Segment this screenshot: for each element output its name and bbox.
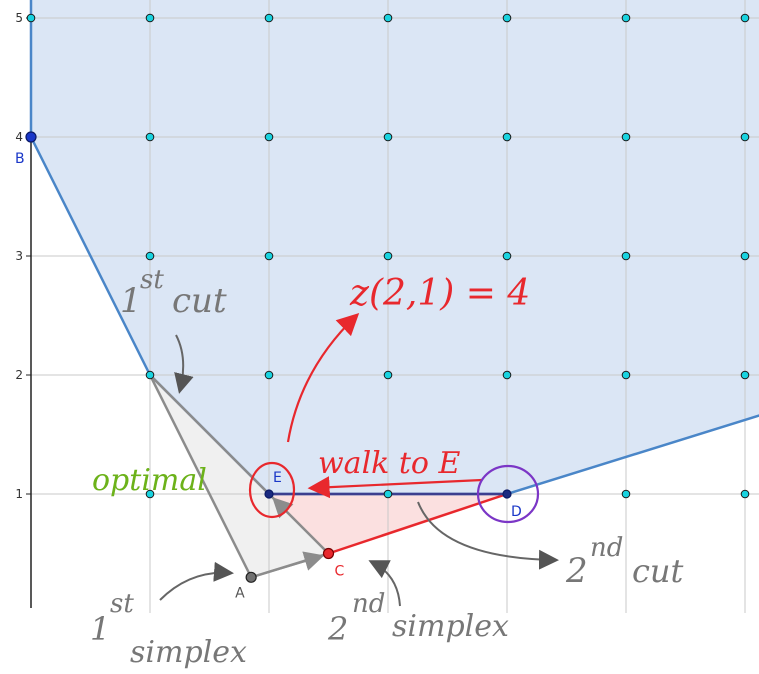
first-cut-arrow [174, 334, 194, 394]
y-tick-label: 2 [15, 368, 23, 382]
lattice-point [621, 251, 631, 261]
second-cut-word: cut [632, 552, 684, 590]
point-a [245, 571, 257, 583]
walk-to-e-label: walk to E [318, 446, 461, 481]
first-simplex-arrow [159, 561, 234, 601]
lattice-point [264, 132, 274, 142]
simplex-arrow-c-to-e [272, 497, 330, 555]
point-label-e: E [273, 470, 282, 486]
lattice-point [621, 489, 631, 499]
lattice-point [502, 251, 512, 261]
lattice-point [383, 251, 393, 261]
second-cut-suffix: nd [590, 533, 623, 563]
first-cut-suffix: st [140, 265, 164, 295]
lattice-point [740, 370, 750, 380]
lattice-point [264, 370, 274, 380]
lattice-point [383, 13, 393, 23]
point-label-b: B [15, 151, 25, 167]
optimal-label: optimal [92, 463, 207, 498]
walk-to-e-arrow [307, 476, 483, 499]
point-label-d: D [511, 504, 522, 520]
first-cut-ordinal: 1 [120, 281, 142, 321]
objective-value: z(2,1) = 4 [349, 273, 530, 314]
second-cut-ordinal: 2 [565, 551, 588, 591]
y-tick-label: 4 [15, 130, 23, 144]
second-simplex-word: simplex [392, 609, 509, 644]
objective-arrow [286, 312, 360, 443]
y-tick-label: 5 [15, 11, 23, 25]
lattice-point [145, 13, 155, 23]
lattice-points [26, 13, 750, 499]
optimal-circle [248, 461, 296, 519]
first-cut-triangle [150, 375, 329, 578]
lattice-point [621, 370, 631, 380]
lattice-point [383, 132, 393, 142]
second-simplex-ordinal: 2 [327, 610, 348, 648]
lattice-point [145, 370, 155, 380]
lattice-point [145, 251, 155, 261]
lattice-point [621, 132, 631, 142]
y-axis-ticks: 1 2 3 4 5 [15, 11, 31, 501]
d-circle [476, 464, 540, 524]
feasible-region [31, 0, 759, 494]
first-cut-word: cut [172, 281, 227, 321]
second-cut-arrow [417, 501, 559, 570]
lattice-point [740, 251, 750, 261]
lattice-point [383, 489, 393, 499]
simplex-arrow-a-to-c [250, 551, 325, 579]
lattice-point [26, 13, 36, 23]
annotations: 1 st cut z(2,1) = 4 optimal walk to E 2 … [90, 265, 684, 670]
y-tick-label: 3 [15, 249, 23, 263]
point-b [25, 131, 37, 143]
point-e [264, 489, 274, 499]
point-label-c: C [335, 564, 345, 580]
labelled-points: B E D C A [15, 131, 522, 601]
lattice-point [145, 489, 155, 499]
second-simplex-suffix: nd [352, 589, 385, 619]
first-simplex-word: simplex [130, 635, 247, 670]
lattice-point [621, 13, 631, 23]
first-simplex-suffix: st [110, 589, 134, 619]
lattice-point [502, 13, 512, 23]
lattice-point [740, 489, 750, 499]
lattice-point [740, 13, 750, 23]
point-c [322, 547, 335, 560]
lattice-point [383, 370, 393, 380]
lattice-point [145, 132, 155, 142]
lattice-point [740, 132, 750, 142]
lattice-point [502, 370, 512, 380]
first-simplex-ordinal: 1 [90, 610, 110, 648]
point-d [502, 489, 512, 499]
point-label-a: A [235, 585, 245, 601]
second-simplex-arrow [368, 560, 401, 607]
lattice-point [502, 132, 512, 142]
second-cut-line [328, 492, 508, 555]
y-tick-label: 1 [15, 487, 23, 501]
lattice-point [264, 13, 274, 23]
lattice-point [264, 251, 274, 261]
